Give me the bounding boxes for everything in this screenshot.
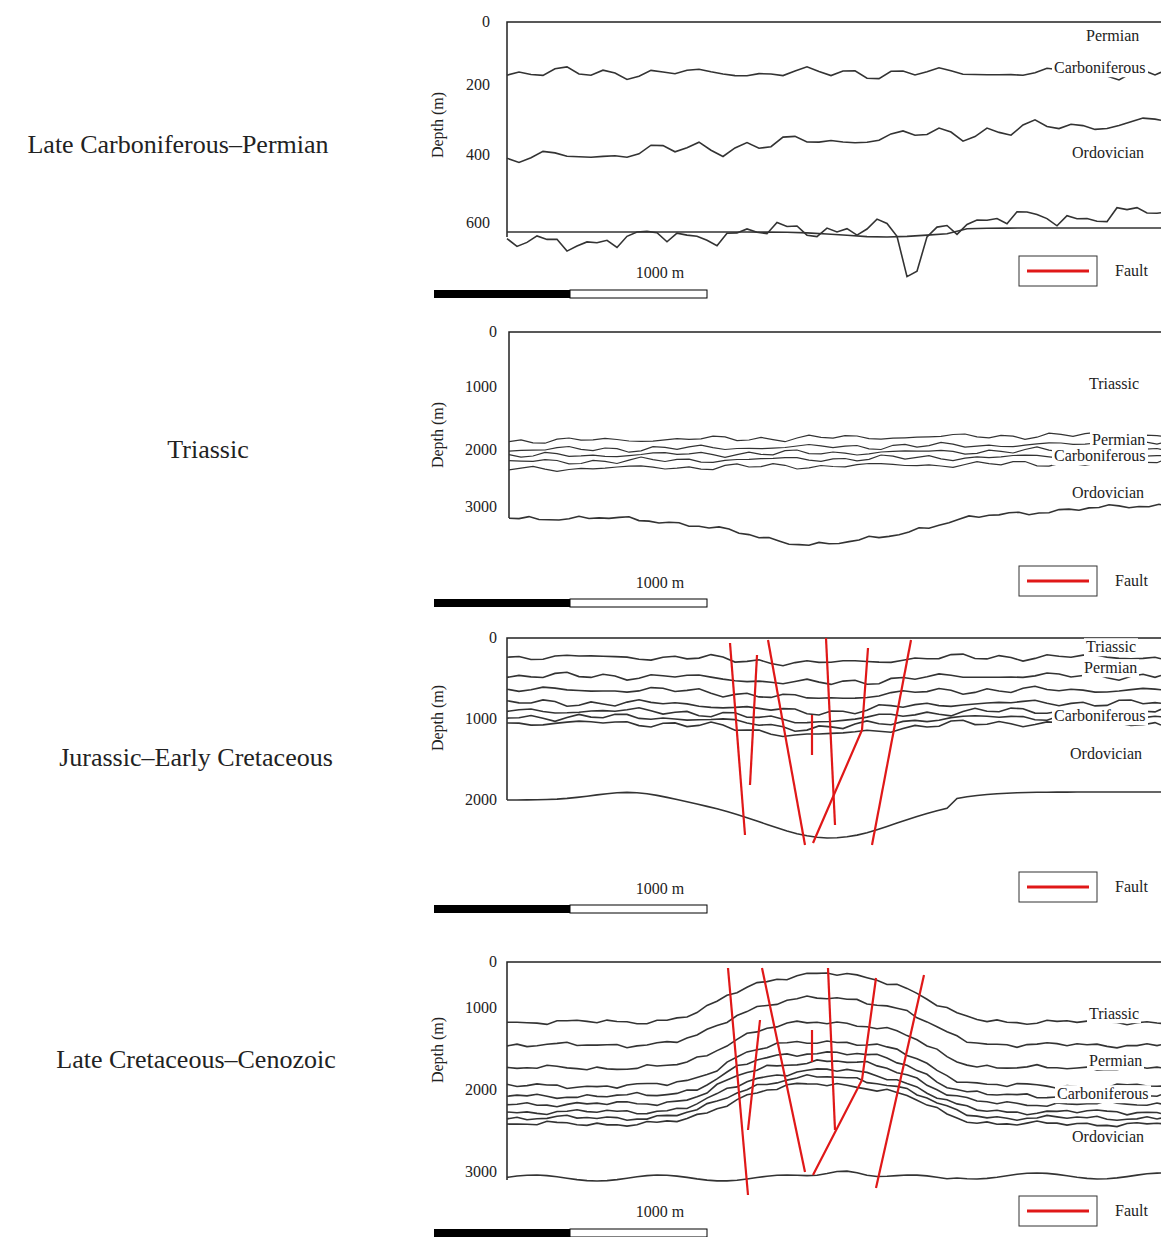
tick-label: 200 (466, 76, 490, 94)
legend-box (1019, 1196, 1097, 1226)
stratum-boundary (507, 672, 1161, 684)
fault-line (762, 968, 805, 1172)
stratum-boundary (507, 118, 1161, 162)
tick-label: 2000 (465, 791, 497, 809)
fault-line (768, 640, 805, 845)
stratum-label: Carboniferous (1052, 59, 1148, 77)
section-frame (507, 962, 1161, 1180)
axis-label: Depth (m) (429, 685, 447, 751)
legend-box (1019, 256, 1097, 286)
stratum-label: Ordovician (1068, 745, 1144, 763)
legend-line-sample (1027, 580, 1089, 583)
scale-bar (570, 905, 707, 913)
tick-label: 0 (489, 953, 497, 971)
section-frame (507, 638, 1161, 800)
legend-text: Fault (1115, 572, 1148, 590)
stratum-boundary (507, 654, 1161, 666)
section-frame (509, 332, 1161, 518)
tick-label: 1000 (465, 378, 497, 396)
legend-line-sample (1027, 270, 1089, 273)
stratum-label: Triassic (1084, 638, 1138, 656)
axis-label: Depth (m) (429, 92, 447, 158)
axis-label: Depth (m) (429, 402, 447, 468)
stratum-boundary (507, 228, 1161, 237)
stratum-label: Permian (1082, 659, 1139, 677)
stratum-label: Permian (1087, 1052, 1144, 1070)
panel-title: Late Cretaceous–Cenozoic (56, 1046, 335, 1075)
legend-line-sample (1027, 1210, 1089, 1213)
fault-line (876, 975, 924, 1188)
stratum-label: Ordovician (1070, 144, 1146, 162)
scale-bar (434, 1229, 570, 1237)
scale-bar (434, 599, 570, 607)
legend-text: Fault (1115, 878, 1148, 896)
tick-label: 2000 (465, 1081, 497, 1099)
tick-label: 2000 (465, 441, 497, 459)
fault-line (748, 1020, 760, 1130)
stratum-label: Carboniferous (1052, 447, 1148, 465)
panel-title: Jurassic–Early Cretaceous (59, 744, 333, 773)
stratum-boundary (507, 686, 1161, 698)
scale-bar (570, 290, 707, 298)
tick-label: 600 (466, 214, 490, 232)
axis-label: Depth (m) (429, 1017, 447, 1083)
legend-text: Fault (1115, 1202, 1148, 1220)
panel-title: Triassic (167, 436, 248, 465)
scale-bar (570, 599, 707, 607)
fault-line (728, 968, 748, 1195)
stratum-label: Carboniferous (1055, 1085, 1151, 1103)
stratum-label: Carboniferous (1052, 707, 1148, 725)
scale-label: 1000 m (636, 1203, 684, 1221)
stratum-label: Triassic (1087, 375, 1141, 393)
tick-label: 1000 (465, 710, 497, 728)
stratum-label: Permian (1084, 27, 1141, 45)
panel-title: Late Carboniferous–Permian (27, 131, 328, 160)
scale-label: 1000 m (636, 264, 684, 282)
stratum-label: Ordovician (1070, 1128, 1146, 1146)
scale-label: 1000 m (636, 574, 684, 592)
scale-bar (434, 905, 570, 913)
legend-box (1019, 872, 1097, 902)
fault-line (872, 640, 911, 845)
fault-line (811, 1030, 813, 1062)
tick-label: 0 (482, 13, 490, 31)
fault-line (750, 655, 757, 785)
fault-line (811, 715, 813, 755)
stratum-boundary (507, 1041, 1161, 1089)
tick-label: 0 (489, 629, 497, 647)
stratum-label: Triassic (1087, 1005, 1141, 1023)
scale-bar (570, 1229, 707, 1237)
tick-label: 0 (489, 323, 497, 341)
stratum-boundary (507, 1171, 1161, 1181)
fault-line (828, 968, 835, 1130)
fault-line (813, 978, 876, 1175)
tick-label: 3000 (465, 498, 497, 516)
stratum-label: Ordovician (1070, 484, 1146, 502)
legend-line-sample (1027, 886, 1089, 889)
tick-label: 3000 (465, 1163, 497, 1181)
section-frame (507, 22, 1161, 237)
stratum-boundary (509, 504, 1161, 545)
tick-label: 400 (466, 146, 490, 164)
stratum-boundary (507, 1021, 1161, 1070)
stratum-label: Permian (1090, 431, 1147, 449)
scale-label: 1000 m (636, 880, 684, 898)
fault-line (813, 648, 868, 843)
tick-label: 1000 (465, 999, 497, 1017)
legend-text: Fault (1115, 262, 1148, 280)
stratum-boundary (509, 432, 1161, 443)
fault-line (730, 643, 745, 835)
legend-box (1019, 566, 1097, 596)
scale-bar (434, 290, 570, 298)
